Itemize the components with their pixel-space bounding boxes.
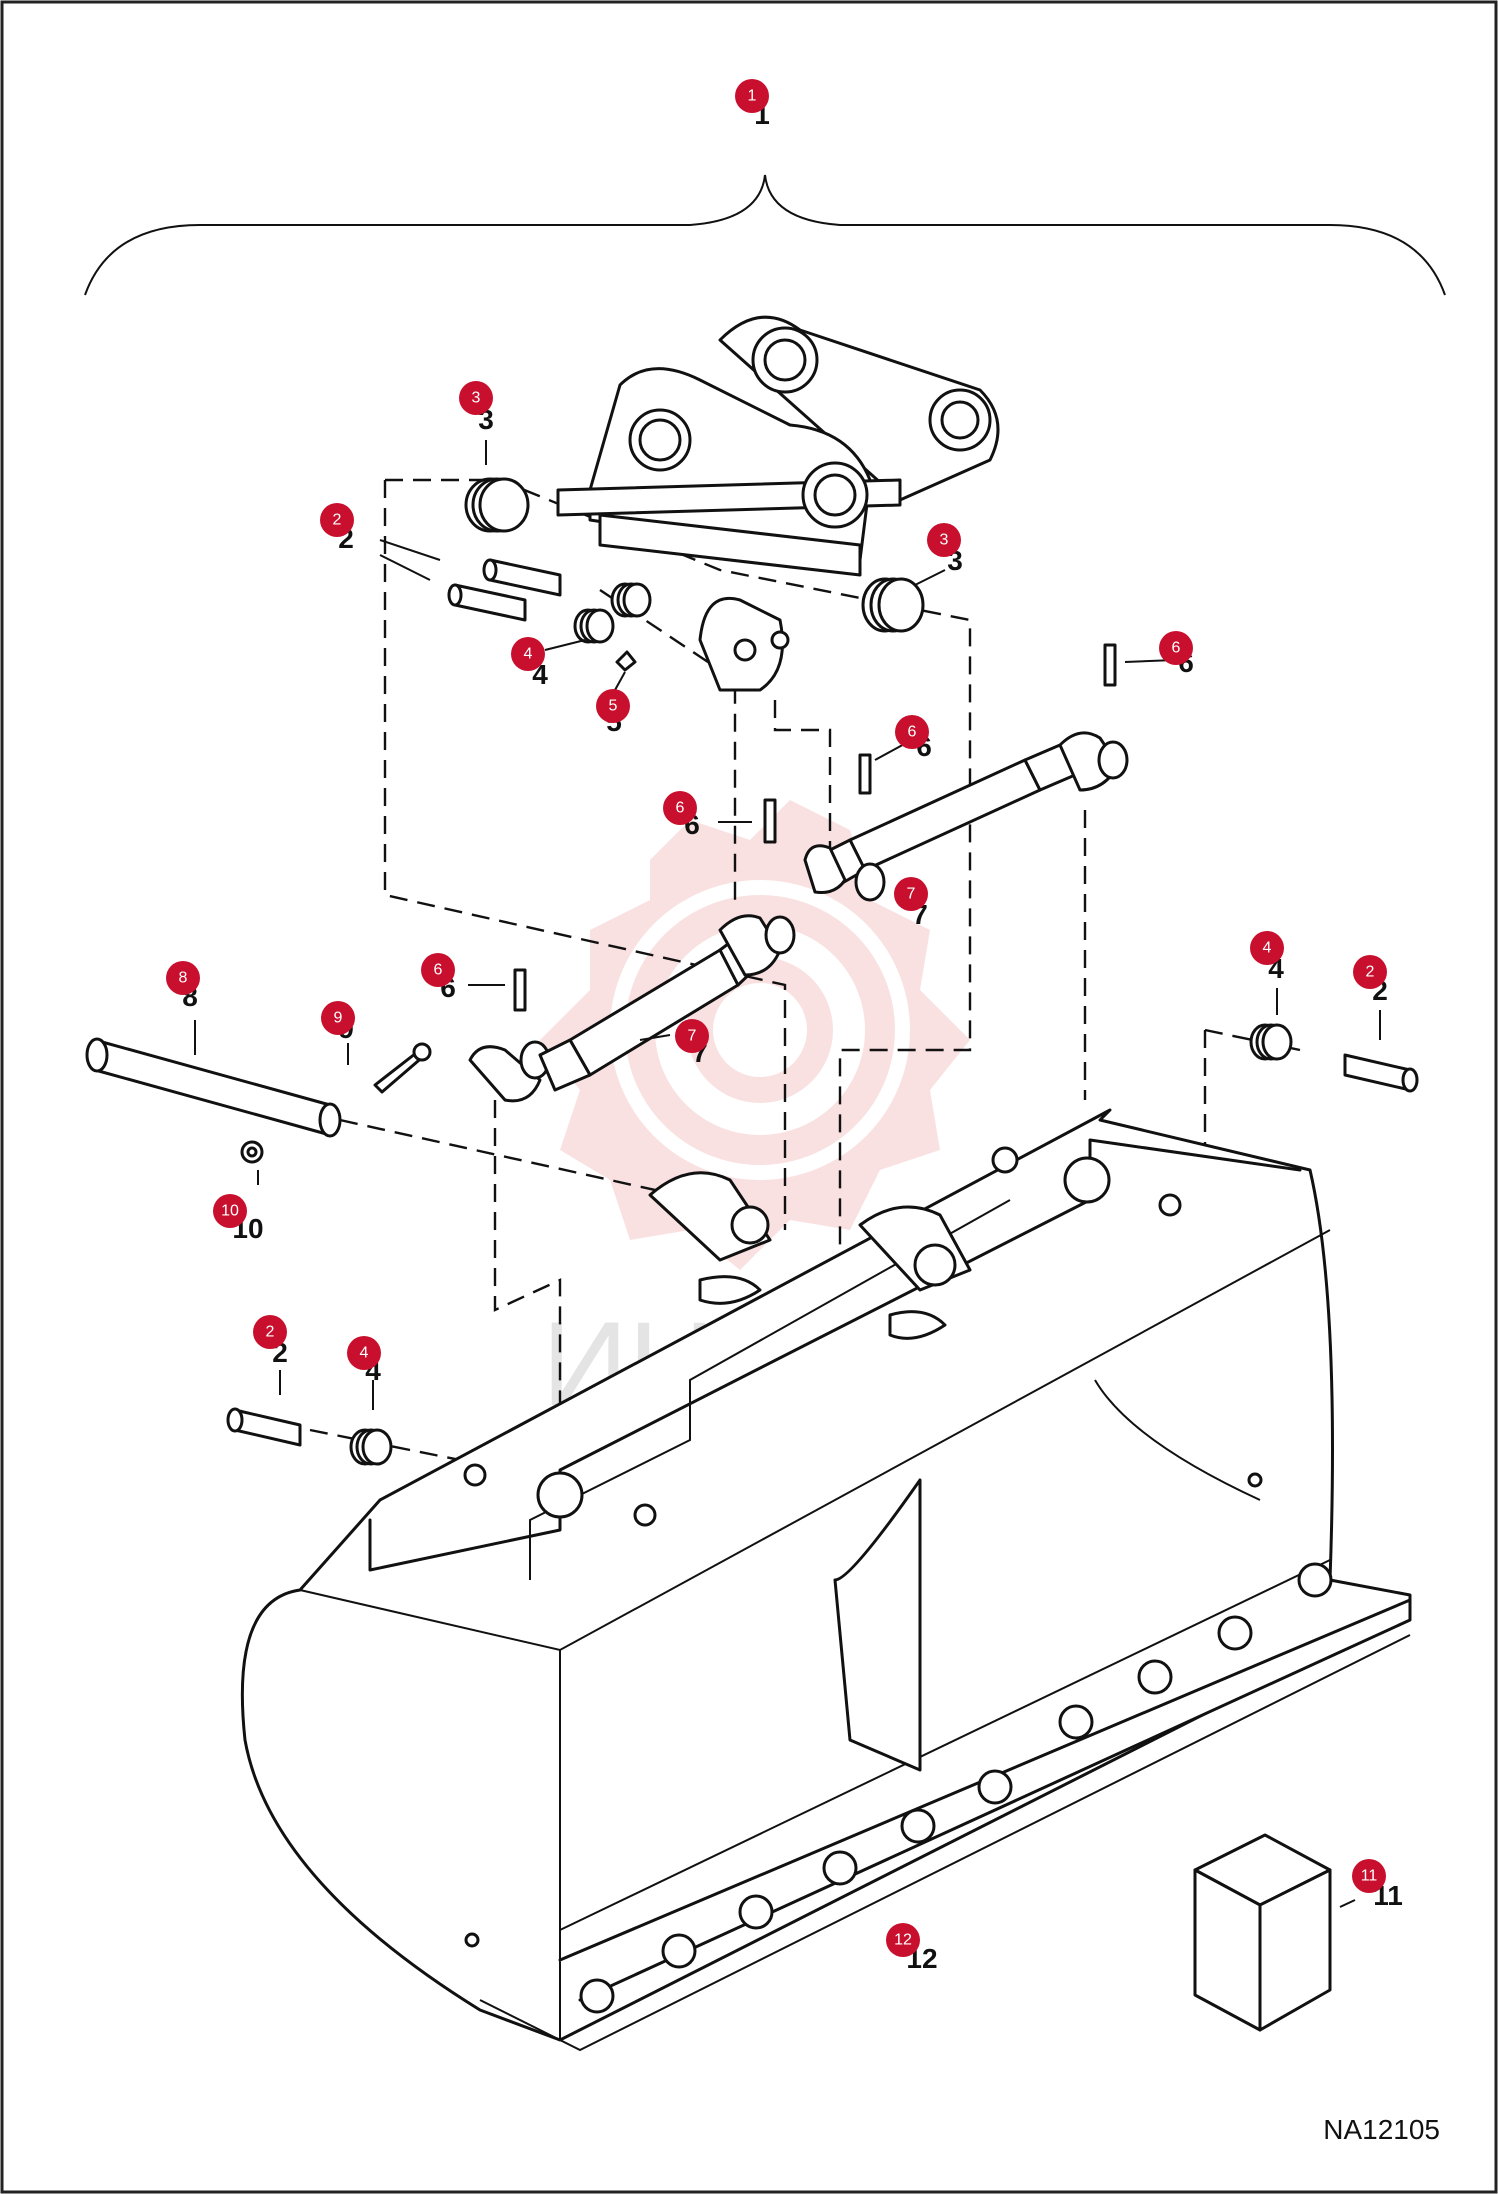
svg-text:10: 10 xyxy=(221,1203,239,1220)
svg-text:4: 4 xyxy=(524,646,533,663)
callout-badge-7[interactable]: 7 xyxy=(675,1019,709,1053)
svg-text:3: 3 xyxy=(472,390,481,407)
svg-text:6: 6 xyxy=(908,724,917,741)
svg-text:11: 11 xyxy=(1361,1868,1378,1885)
callout-badge-4[interactable]: 4 xyxy=(1250,931,1284,965)
drawing-code-label: NA12105 xyxy=(1323,2114,1440,2145)
callout-badge-12[interactable]: 12 xyxy=(886,1923,920,1957)
callout-badge-6[interactable]: 6 xyxy=(895,715,929,749)
svg-text:12: 12 xyxy=(894,1932,912,1949)
bucket-cutting-edge-bolts xyxy=(579,1562,1333,2014)
parts-box xyxy=(1193,1833,1332,2032)
svg-text:2: 2 xyxy=(333,512,342,529)
svg-text:8: 8 xyxy=(179,970,188,987)
callout-badge-8[interactable]: 8 xyxy=(166,961,200,995)
spring-top-right xyxy=(861,577,925,633)
assembly-brace xyxy=(84,174,1446,296)
svg-text:7: 7 xyxy=(688,1028,697,1045)
tilt-cylinder-upper xyxy=(803,731,1129,902)
grease-fitting xyxy=(615,650,637,672)
svg-text:3: 3 xyxy=(940,532,949,549)
roll-pins xyxy=(513,643,1117,1012)
pin-right xyxy=(1343,1053,1419,1093)
watermark-logo xyxy=(540,800,970,1270)
pin-top-upper xyxy=(482,558,562,597)
svg-text:2: 2 xyxy=(1366,964,1375,981)
callout-badges: 1 2 3 3 4 5 6 6 6 6 7 7 8 9 10 4 2 2 4 1… xyxy=(166,79,1387,1957)
svg-text:2: 2 xyxy=(266,1324,275,1341)
callout-badge-10[interactable]: 10 xyxy=(213,1194,247,1228)
svg-text:4: 4 xyxy=(360,1345,369,1362)
lock-nut xyxy=(240,1140,264,1164)
pin-top-lower xyxy=(447,583,527,622)
callout-badge-9[interactable]: 9 xyxy=(321,1001,355,1035)
svg-text:6: 6 xyxy=(434,962,443,979)
callout-badge-4[interactable]: 4 xyxy=(511,637,545,671)
callout-badge-4[interactable]: 4 xyxy=(347,1336,381,1370)
svg-text:9: 9 xyxy=(334,1010,343,1027)
callout-badge-11[interactable]: 11 xyxy=(1352,1859,1386,1893)
callout-badge-3[interactable]: 3 xyxy=(927,523,961,557)
leader-lines xyxy=(194,440,1381,1908)
tilt-cylinder-lower xyxy=(468,914,796,1103)
svg-text:6: 6 xyxy=(1172,640,1181,657)
callout-badge-6[interactable]: 6 xyxy=(663,791,697,825)
callout-badge-6[interactable]: 6 xyxy=(421,953,455,987)
callout-badge-2[interactable]: 2 xyxy=(253,1315,287,1349)
coupler-bracket xyxy=(556,315,1000,692)
main-pivot-pin xyxy=(85,1037,342,1138)
callout-badge-5[interactable]: 5 xyxy=(596,689,630,723)
bolt xyxy=(373,1042,432,1094)
spring-bottom-left xyxy=(349,1428,393,1466)
callout-badge-2[interactable]: 2 xyxy=(1353,955,1387,989)
callout-badge-6[interactable]: 6 xyxy=(1159,631,1193,665)
svg-text:7: 7 xyxy=(907,886,916,903)
svg-text:4: 4 xyxy=(1263,940,1272,957)
spring-right xyxy=(1249,1023,1293,1061)
callout-badge-2[interactable]: 2 xyxy=(320,503,354,537)
spring-small-b xyxy=(573,608,615,644)
pin-bottom-left xyxy=(226,1407,302,1447)
callout-badge-7[interactable]: 7 xyxy=(894,877,928,911)
callout-badge-3[interactable]: 3 xyxy=(459,381,493,415)
callout-badge-1[interactable]: 1 xyxy=(735,79,769,113)
svg-text:6: 6 xyxy=(676,800,685,817)
spring-small-a xyxy=(610,582,652,618)
svg-text:5: 5 xyxy=(609,698,618,715)
spring-top-left xyxy=(464,477,530,533)
svg-text:1: 1 xyxy=(748,88,757,105)
